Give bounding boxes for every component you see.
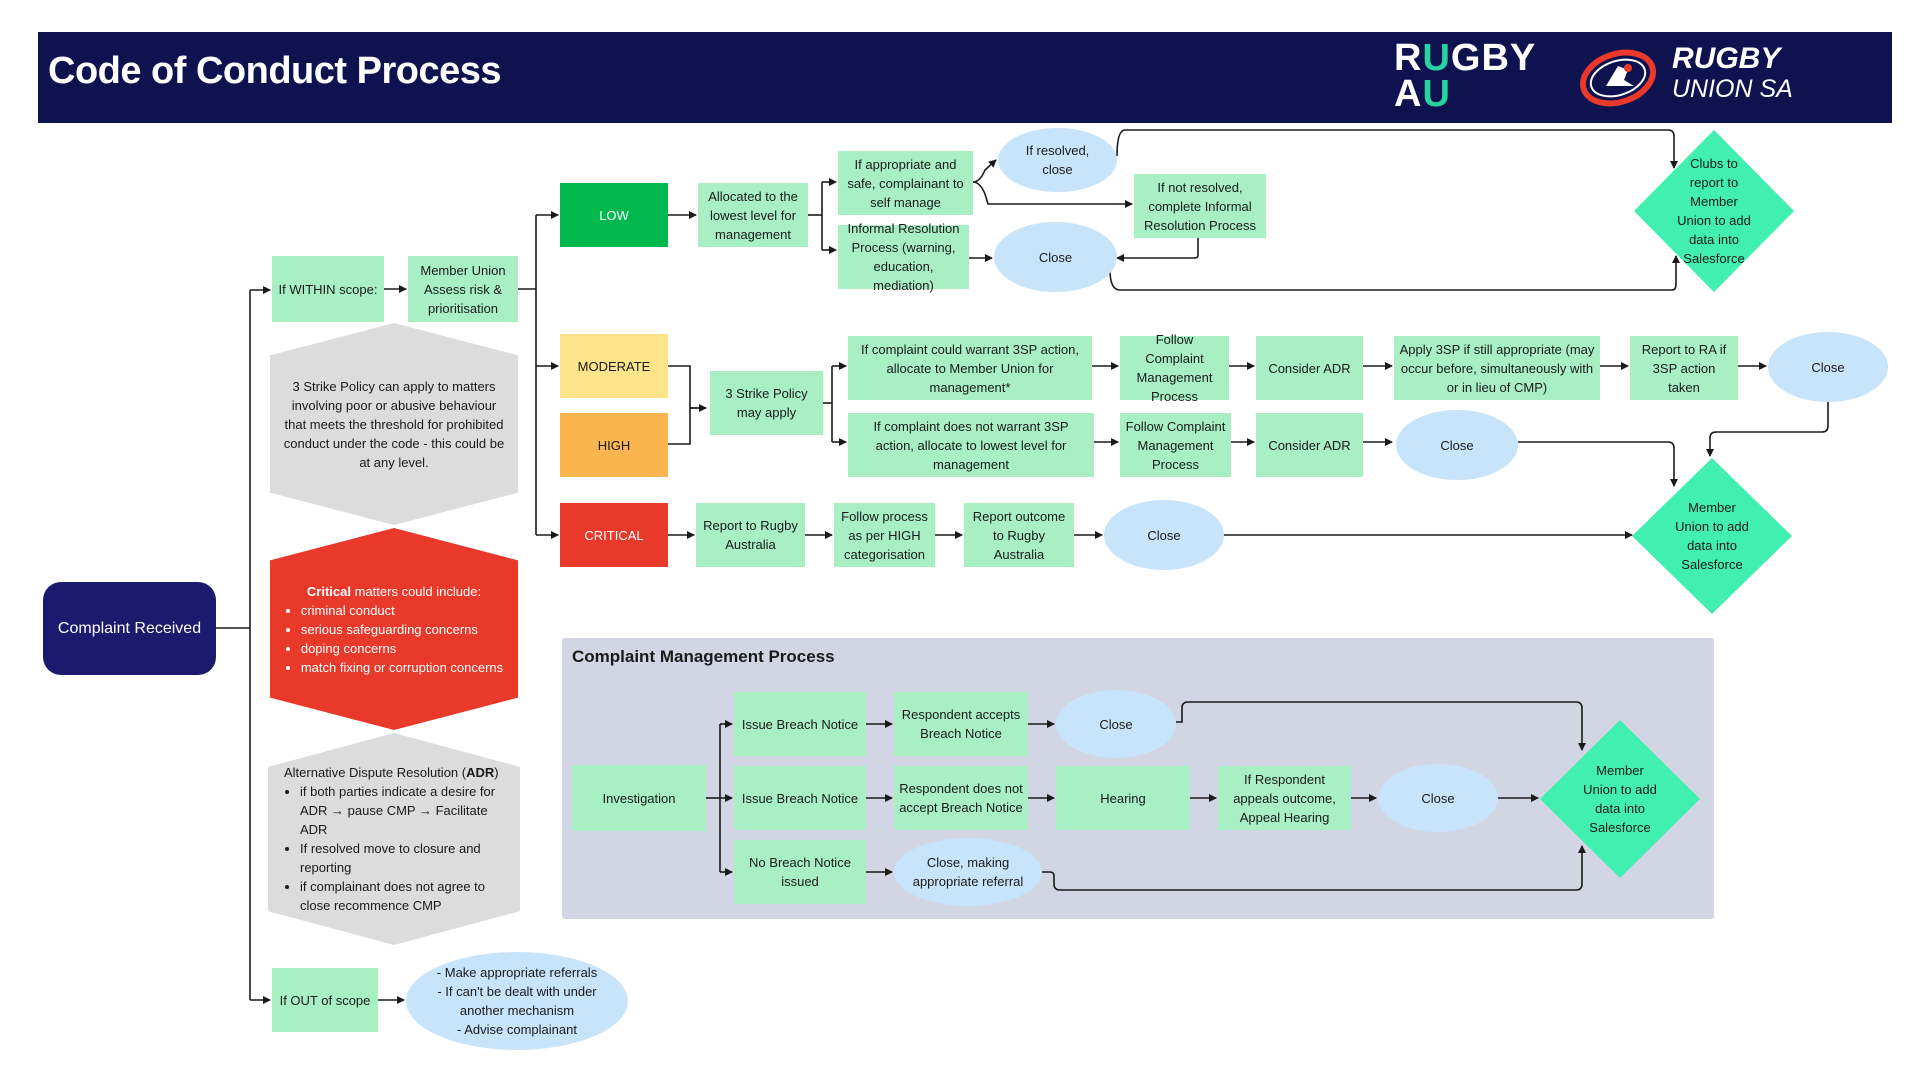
allocated-lowest-node: Allocated to the lowest level for manage… (698, 183, 808, 247)
within-scope-node: If WITHIN scope: (272, 256, 384, 322)
report-ra-node: Report to RA if 3SP action taken (1630, 336, 1738, 400)
close-critical-oval: Close (1104, 500, 1224, 570)
critical-item: criminal conduct (301, 601, 503, 620)
close-moderate-oval: Close (1768, 332, 1888, 402)
logo-text: UNION SA (1672, 75, 1793, 103)
three-strike-may-apply-node: 3 Strike Policy may apply (710, 371, 823, 435)
adr-item: if complainant does not agree to close r… (300, 877, 504, 915)
consider-adr-node-1: Consider ADR (1256, 336, 1363, 400)
three-strike-info-hexagon: 3 Strike Policy can apply to matters inv… (270, 323, 518, 525)
adr-items-list: if both parties indicate a desire for AD… (284, 782, 504, 915)
close-high-oval: Close (1396, 410, 1518, 480)
no-breach-notice-node: No Breach Notice issued (734, 840, 866, 904)
adr-title-text: Alternative Dispute Resolution ( (284, 765, 467, 780)
page-title: Code of Conduct Process (48, 50, 502, 92)
report-rugby-australia-node: Report to Rugby Australia (696, 503, 805, 567)
respondent-accepts-node: Respondent accepts Breach Notice (894, 692, 1028, 756)
out-scope-action: - Make appropriate referrals (436, 965, 598, 980)
cmp-close-oval-1: Close (1056, 690, 1176, 758)
logo-text: R (1394, 37, 1423, 79)
logo-text: RUGBY (1672, 42, 1781, 75)
close-low-oval: Close (994, 222, 1117, 292)
investigation-node: Investigation (572, 765, 706, 831)
risk-level-critical: CRITICAL (560, 503, 668, 567)
out-scope-action: - If can't be dealt with under another m… (437, 984, 597, 1018)
appeal-hearing-node: If Respondent appeals outcome, Appeal He… (1218, 766, 1351, 830)
follow-as-high-node: Follow process as per HIGH categorisatio… (834, 503, 935, 567)
rugby-au-logo: RUGBY AU (1394, 37, 1537, 115)
adr-title: Alternative Dispute Resolution (ADR) (284, 763, 499, 782)
critical-intro-bold: Critical (306, 583, 351, 599)
cmp-title: Complaint Management Process (572, 647, 835, 666)
self-manage-node: If appropriate and safe, complainant to … (838, 151, 973, 215)
report-outcome-node: Report outcome to Rugby Australia (964, 503, 1074, 567)
warrant-3sp-node: If complaint could warrant 3SP action, a… (848, 336, 1092, 400)
risk-level-high: HIGH (560, 413, 668, 477)
adr-item: if both parties indicate a desire for AD… (300, 782, 504, 839)
logo-text: GBY (1450, 37, 1537, 79)
logo-text: A (1394, 73, 1423, 115)
critical-item: match fixing or corruption concerns (301, 658, 503, 677)
adr-info-hexagon: Alternative Dispute Resolution (ADR) if … (268, 733, 520, 945)
critical-matters-hexagon: Critical matters could include: criminal… (270, 528, 518, 730)
out-of-scope-actions-oval: - Make appropriate referrals - If can't … (406, 952, 628, 1050)
waratah-emblem-icon (1579, 49, 1657, 107)
hearing-node: Hearing (1056, 766, 1190, 830)
header-bar: Code of Conduct Process RUGBY AU RUGBY U… (38, 32, 1892, 123)
logo-text: U (1422, 37, 1451, 79)
consider-adr-node-2: Consider ADR (1256, 413, 1363, 477)
not-resolved-node: If not resolved, complete Informal Resol… (1134, 174, 1266, 238)
respondent-not-accept-node: Respondent does not accept Breach Notice (894, 766, 1028, 830)
adr-title-bold: ADR (466, 765, 495, 780)
complaint-received-node: Complaint Received (43, 582, 216, 675)
member-union-assess-node: Member Union Assess risk & prioritisatio… (408, 256, 518, 322)
critical-item: serious safeguarding concerns (301, 620, 503, 639)
critical-item: doping concerns (301, 639, 503, 658)
if-resolved-close-oval: If resolved, close (998, 128, 1117, 192)
issue-breach-notice-node-1: Issue Breach Notice (734, 692, 866, 756)
critical-intro: Critical matters could include: (307, 582, 481, 601)
risk-level-low: LOW (560, 183, 668, 247)
issue-breach-notice-node-2: Issue Breach Notice (734, 766, 866, 830)
follow-cmp-node-2: Follow Complaint Management Process (1120, 413, 1231, 477)
critical-items-list: criminal conduct serious safeguarding co… (285, 601, 503, 677)
out-scope-action: - Advise complainant (457, 1022, 577, 1037)
close-making-referral-oval: Close, making appropriate referral (894, 838, 1042, 906)
follow-cmp-node-1: Follow Complaint Management Process (1120, 332, 1229, 404)
apply-3sp-node: Apply 3SP if still appropriate (may occu… (1394, 336, 1600, 400)
not-warrant-3sp-node: If complaint does not warrant 3SP action… (848, 413, 1094, 477)
cmp-close-oval-2: Close (1378, 764, 1498, 832)
critical-intro-rest: matters could include: (351, 583, 482, 599)
risk-level-moderate: MODERATE (560, 334, 668, 398)
out-of-scope-node: If OUT of scope (272, 968, 378, 1032)
logo-text: U (1422, 73, 1451, 115)
rugby-union-sa-logo: RUGBY UNION SA (1672, 44, 1793, 104)
adr-title-text: ) (494, 765, 499, 780)
informal-resolution-node: Informal Resolution Process (warning, ed… (838, 221, 969, 293)
adr-item: If resolved move to closure and reportin… (300, 839, 504, 877)
